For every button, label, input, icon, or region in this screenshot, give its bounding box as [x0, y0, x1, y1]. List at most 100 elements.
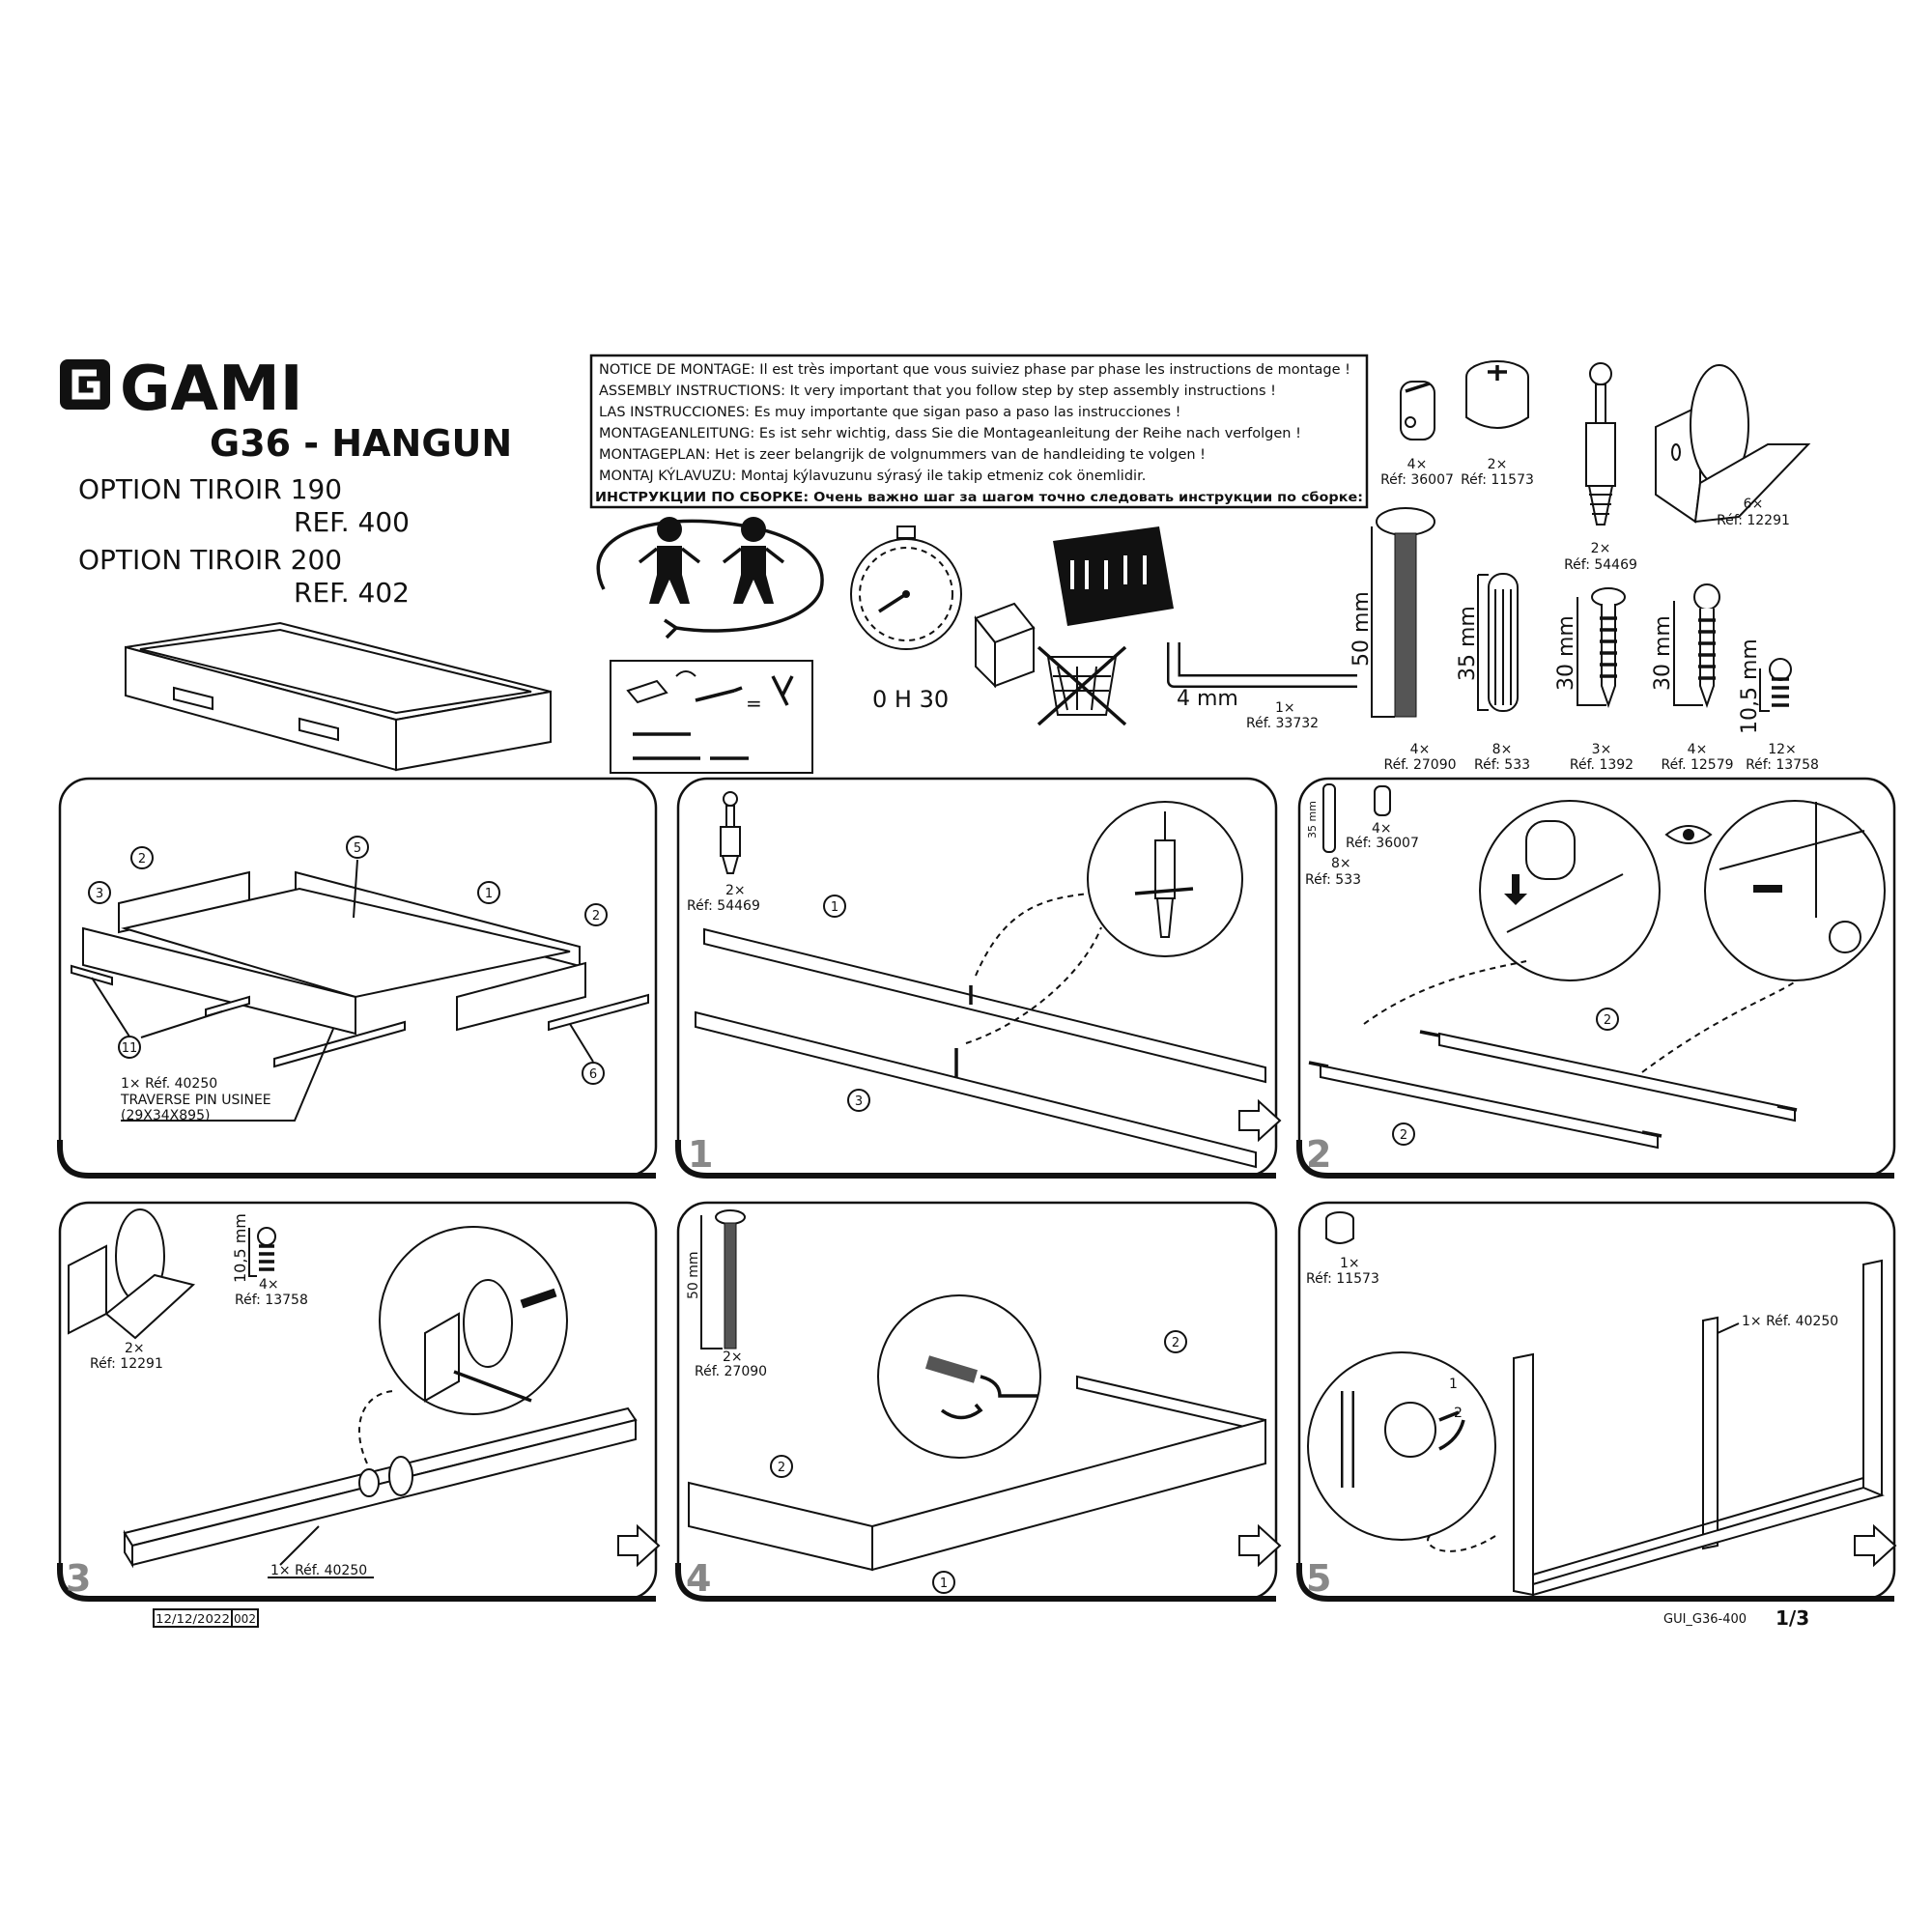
hardware-screw-1392: 30 mm 3× Réf. 1392: [1554, 587, 1634, 773]
part-number-label: 2: [1400, 1128, 1407, 1143]
hardware-ref: Réf: 36007: [1380, 472, 1454, 488]
footer-date-box: 12/12/2022 002: [153, 1608, 259, 1628]
part-number-label: 3: [855, 1094, 863, 1109]
part-number-label: 5: [354, 841, 361, 856]
next-step-arrow-icon: [1238, 1098, 1282, 1143]
part-number-label: 2: [778, 1461, 785, 1475]
part-number-label: 6: [589, 1067, 597, 1082]
step-number: 3: [66, 1557, 91, 1600]
hardware-qty: 4×: [1407, 457, 1428, 472]
board-2-right: [1076, 1375, 1266, 1434]
step-3-screw-size: 10,5 mm: [231, 1213, 249, 1283]
hammer-icon: [695, 686, 743, 702]
brand-logo: GAMI: [60, 354, 303, 425]
no-trash-icon: [1037, 645, 1127, 726]
cam-bolt-icon: [723, 791, 738, 807]
magnifier-detail: [1704, 800, 1886, 981]
hardware-qty: 3×: [1592, 742, 1612, 757]
step-number: 2: [1306, 1133, 1331, 1176]
step-3-screw-ref: Réf: 13758: [235, 1293, 308, 1308]
board-1-front: [871, 1418, 1266, 1572]
notice-line-ru: ИНСТРУКЦИИ ПО СБОРКЕ: Очень важно шаг за…: [595, 490, 1363, 505]
step-2-illustration: 2 2: [1308, 783, 1886, 1150]
euro-screw-icon: [257, 1227, 276, 1246]
part-number-label: 11: [122, 1041, 138, 1056]
part-number-label: 1: [940, 1577, 948, 1591]
option-200-name: OPTION TIROIR 200: [78, 544, 342, 576]
step-5-illustration: [1307, 1211, 1886, 1597]
bolt-icon: [1376, 507, 1435, 536]
page-number: 1/3: [1776, 1606, 1809, 1630]
drawer-handle-cutout: [298, 717, 339, 742]
hardware-qty: 4×: [1410, 742, 1431, 757]
hardware-qty: 4×: [1688, 742, 1708, 757]
hardware-cam-nut-36007: 4× Réf: 36007: [1380, 381, 1454, 488]
notice-box: NOTICE DE MONTAGE: Il est très important…: [589, 354, 1369, 509]
allen-key-ref: Réf. 33732: [1246, 716, 1319, 731]
step-4-bolt-size: 50 mm: [686, 1251, 701, 1299]
overview-part-labels: 2 3 5 1 2 11 6: [88, 836, 608, 1085]
hardware-dowel-533: 35 mm 8× Réf: 533: [1456, 573, 1530, 773]
document-date: 12/12/2022: [156, 1612, 230, 1626]
step-2-camnut-ref: Réf: 36007: [1346, 836, 1419, 851]
hardware-ref: Réf. 12579: [1661, 757, 1733, 773]
arrow-icon: [675, 670, 696, 677]
overview-exploded-view: [71, 859, 649, 1122]
next-step-arrow-icon: [1854, 1523, 1897, 1568]
step-1-qty: 2×: [725, 883, 746, 898]
notice-line-en: ASSEMBLY INSTRUCTIONS: It very important…: [599, 384, 1276, 399]
frame-post: [1513, 1352, 1534, 1597]
option-190-ref: REF. 400: [294, 506, 410, 538]
step-5-cam-qty: 1×: [1340, 1256, 1360, 1271]
hardware-qty: 2×: [1591, 541, 1611, 556]
cam-bolt-icon: [1589, 362, 1612, 385]
pan-screw-icon: [1693, 583, 1720, 611]
part-number-label: 2: [592, 909, 600, 923]
frame-post: [1862, 1259, 1883, 1501]
step-4-illustration: 2 2 1: [688, 1209, 1266, 1594]
hardware-ref: Réf: 533: [1474, 757, 1530, 773]
part-number-label: 2: [138, 852, 146, 867]
bolt-icon: [715, 1209, 746, 1225]
eye-icon: [1664, 825, 1713, 844]
rail-11: [71, 964, 113, 986]
board-1: [703, 927, 1266, 1084]
instruction-sheet-icon: [1053, 526, 1174, 626]
hardware-euro-screw-13758: 10,5 mm 12× Réf: 13758: [1738, 639, 1819, 773]
magnifier-detail: [1479, 800, 1661, 981]
step-5-substep-2: 2: [1454, 1406, 1463, 1421]
board-2: [1438, 1032, 1796, 1122]
option-190-name: OPTION TIROIR 190: [78, 473, 342, 505]
step-number: 4: [686, 1557, 711, 1600]
next-step-arrow-icon: [617, 1523, 661, 1568]
rotate-arrow-icon: [940, 1403, 983, 1420]
allen-key-icon: [1167, 642, 1357, 688]
beam-40250: [123, 1406, 638, 1548]
step-4-bolt-ref: Réf. 27090: [695, 1364, 767, 1379]
part-number-label: 2: [1604, 1013, 1611, 1028]
stopwatch-icon: [850, 526, 962, 650]
notice-line-tr: MONTAJ KÝLAVUZU: Montaj kýlavuzunu sýras…: [599, 468, 1146, 484]
step-3-screw-qty: 4×: [259, 1277, 279, 1293]
board-3-front: [82, 926, 356, 1036]
rotate-arrow-icon: [1438, 1419, 1465, 1451]
step-number: 1: [688, 1133, 713, 1176]
board-2-left: [688, 1481, 873, 1572]
hardware-ref: Réf: 12291: [1717, 513, 1790, 528]
dowel-icon: [1322, 783, 1336, 853]
step-5-cam-ref: Réf: 11573: [1306, 1271, 1379, 1287]
step-2-dowel-size: 35 mm: [1306, 801, 1319, 838]
board-2: [1320, 1064, 1659, 1150]
frame-bottom-rail: [1532, 1486, 1886, 1597]
hardware-qty: 6×: [1744, 497, 1764, 512]
screwdriver-set-icon: [626, 679, 668, 704]
model-title: G36 - HANGUN: [210, 422, 512, 465]
part-number-label: 3: [96, 887, 103, 901]
board-5-bottom: [121, 887, 571, 999]
hardware-size: 50 mm: [1350, 591, 1374, 667]
rail-6: [548, 993, 649, 1032]
traverse-name: TRAVERSE PIN USINEE: [120, 1093, 271, 1108]
part-number-label: 1: [485, 887, 493, 901]
hardware-cam-lock-11573: 2× Réf: 11573: [1461, 360, 1534, 488]
hardware-size: 30 mm: [1554, 615, 1578, 691]
